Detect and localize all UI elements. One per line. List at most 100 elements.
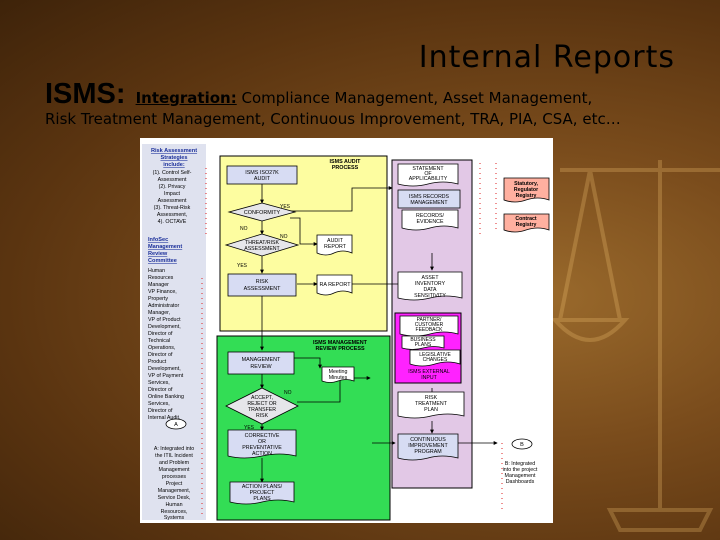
meeting-minutes-document <box>321 366 355 383</box>
risk-treatment-plan-document <box>397 391 465 419</box>
soa-label-2: OF <box>424 171 432 177</box>
records-evidence-label-1: RECORDS/ <box>416 213 444 219</box>
yes-label: YES <box>237 263 248 269</box>
asset-inventory-label-1: ASSET <box>421 275 439 281</box>
committee-line: Administrator <box>148 303 179 309</box>
statutory-label-1: Statutory, <box>514 181 538 187</box>
continuous-improvement-program-box <box>397 433 459 461</box>
committee-line: Product <box>148 359 167 365</box>
legislative-changes-document <box>409 349 461 367</box>
a-note-line: and Problem <box>159 460 190 466</box>
corrective-label-2: OR <box>258 439 266 445</box>
risk-treatment-label-3: PLAN <box>424 407 438 413</box>
contract-label-1: Contract <box>515 216 537 222</box>
accept-reject-label-2: REJECT OR <box>247 401 277 407</box>
business-plans-label-2: PLANS <box>415 342 432 348</box>
a-note-line: A: Integrated into <box>154 446 194 452</box>
committee-line: VP of Product <box>148 317 181 323</box>
isms-process-diagram: Risk Assessment Strategies include: (1).… <box>140 138 553 523</box>
threat-risk-label-2: ASSESSMENT <box>244 246 280 252</box>
audit-process-title-2: PROCESS <box>332 165 359 171</box>
management-review-box <box>227 351 295 375</box>
committee-line: Online Banking <box>148 394 184 400</box>
a-note-line: Management <box>159 467 190 473</box>
review-heading-1: InfoSec <box>148 237 168 243</box>
yes-label: YES <box>244 425 255 431</box>
action-plans-document <box>229 481 295 505</box>
b-note-line: B: Integrated <box>505 461 535 467</box>
continuous-label-2: IMPROVEMENT <box>408 443 448 449</box>
committee-line: Development, <box>148 324 181 330</box>
accept-reject-label-3: TRANSFER <box>248 407 276 413</box>
partner-feedback-label-2: CUSTOMER <box>415 322 444 328</box>
scales-of-justice-background <box>550 160 720 532</box>
connector-a <box>165 418 187 430</box>
audit-process-title-1: ISMS AUDIT <box>330 159 362 165</box>
corrective-label-3: PREVENTATIVE <box>242 445 282 451</box>
committee-line: VP Finance, <box>148 289 177 295</box>
legislative-label-1: LEGISLATIVE <box>419 352 451 358</box>
review-heading-2: Management <box>148 244 182 250</box>
accept-reject-transfer-decision <box>225 387 299 425</box>
meeting-minutes-label-1: Meeting <box>329 369 348 375</box>
statutory-registry-document <box>503 177 550 203</box>
no-label: NO <box>280 234 288 240</box>
isms-records-management-box <box>397 189 461 209</box>
yes-label: YES <box>280 204 291 210</box>
management-review-label-1: MANAGEMENT <box>242 357 281 363</box>
committee-line: Property <box>148 296 168 302</box>
continuous-label-1: CONTINUOUS <box>410 437 446 443</box>
committee-line: Director of <box>148 331 173 337</box>
a-note-line: Systems <box>164 515 185 521</box>
iso27k-audit-label-2: AUDIT <box>254 176 271 182</box>
contract-registry-document <box>503 213 550 233</box>
asset-inventory-document <box>397 271 463 301</box>
committee-line: Services, <box>148 401 170 407</box>
risk-treatment-label-1: RISK <box>425 395 438 401</box>
risk-treatment-label-2: TREATMENT <box>415 401 448 407</box>
partner-feedback-label-3: FEEDBACK <box>416 327 444 333</box>
a-note-line: Management, <box>158 488 190 494</box>
risk-assessment-label-1: RISK <box>256 279 269 285</box>
isms-records-label-1: ISMS RECORDS <box>409 194 450 200</box>
strategy-line: Assessment, <box>157 212 187 218</box>
b-note-line: Management <box>505 473 536 479</box>
business-plans-document <box>401 335 445 350</box>
records-evidence-label-2: EVIDENCE <box>416 219 444 225</box>
a-note-line: Resources, <box>161 509 188 515</box>
a-note-line: the ITIL Incident <box>155 453 193 459</box>
management-review-label-2: REVIEW <box>250 364 272 370</box>
audit-report-label-1: AUDIT <box>327 238 344 244</box>
soa-label-3: APPLICABILITY <box>409 176 448 182</box>
strategy-line: Assessment <box>158 198 187 204</box>
corrective-label-4: ACTION <box>252 451 272 457</box>
legislative-label-2: CHANGES <box>423 357 448 363</box>
left-panel <box>142 144 206 520</box>
committee-line: Manager <box>148 282 169 288</box>
committee-line: Manager, <box>148 310 170 316</box>
committee-line: VP of Payment <box>148 373 184 379</box>
mgmt-review-process-title-2: REVIEW PROCESS <box>315 346 365 352</box>
a-note-line: Human <box>165 502 182 508</box>
a-note-line: Service Desk, <box>158 495 191 501</box>
committee-line: Resources <box>148 275 174 281</box>
strategy-line: Assessment <box>158 177 187 183</box>
review-heading-3: Review <box>148 251 168 257</box>
strategies-heading-2: Strategies <box>160 155 187 161</box>
connector-b <box>511 438 533 450</box>
ra-report-document <box>316 274 353 296</box>
committee-line: Director of <box>148 408 173 414</box>
asset-inventory-label-3: DATA <box>423 287 437 293</box>
statement-of-applicability-document <box>397 163 459 187</box>
strategy-line: 4). OCTAVE <box>158 219 187 225</box>
connector-b-label: B <box>520 442 524 448</box>
subtitle-line-1-rest: Compliance Management, Asset Management, <box>241 89 593 107</box>
partner-feedback-label-1: PARTNER/ <box>417 317 442 323</box>
accept-reject-label-4: RISK <box>256 413 269 419</box>
committee-line: Services, <box>148 380 170 386</box>
a-note-line: processes <box>162 474 186 480</box>
statutory-label-3: Registry <box>516 193 537 199</box>
external-input-label-1: ISMS EXTERNAL <box>408 369 450 375</box>
strategies-heading-3: include: <box>163 162 185 168</box>
risk-assessment-label-2: ASSESSMENT <box>244 286 282 292</box>
